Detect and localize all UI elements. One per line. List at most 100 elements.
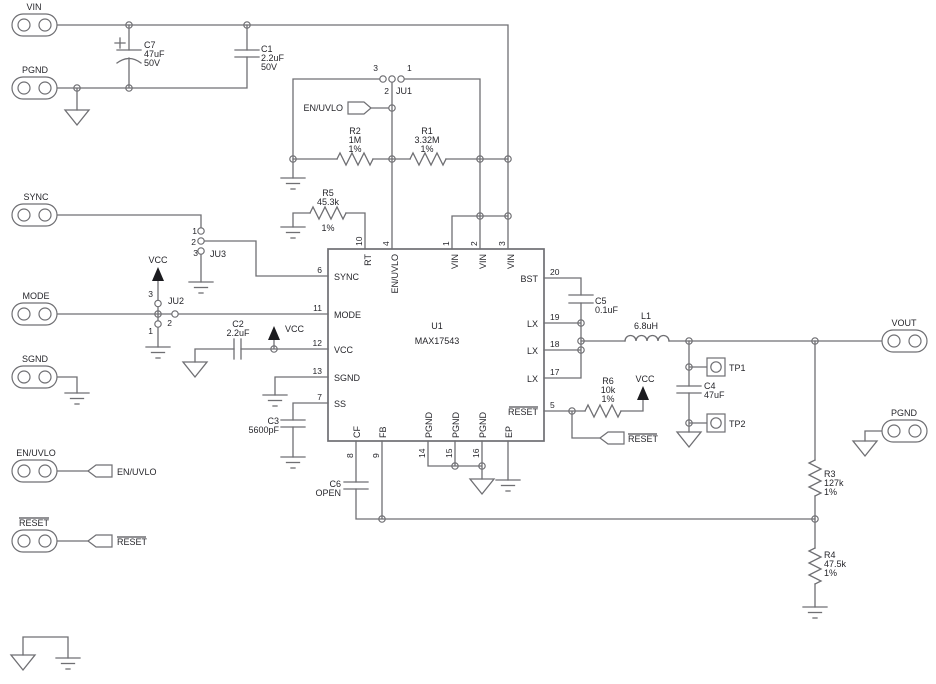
net-label-en-uvlo: EN/UVLO [117, 467, 157, 477]
connector-reset: RESET [11, 517, 58, 553]
jumper-ref: JU3 [210, 249, 226, 259]
jumper-pin-label: 1 [192, 226, 197, 236]
ground-icon [280, 226, 306, 239]
pin-number: 16 [471, 448, 481, 458]
pin-number: 6 [317, 265, 322, 275]
capacitor-c7: C7 47uF 50V [114, 37, 165, 68]
pin-name: PGND [478, 411, 488, 438]
pin-number: 2 [469, 241, 479, 246]
component-ref: C2 [232, 319, 244, 329]
net-tag-icon [87, 534, 113, 548]
jumper-pin-label: 2 [384, 86, 389, 96]
component-value: 127k [824, 478, 844, 488]
net-tag-icon [87, 464, 113, 478]
pin-name: VIN [478, 254, 488, 269]
resistor-r2: R2 1M 1% [336, 126, 374, 167]
jumper-pin-label: 3 [373, 63, 378, 73]
component-ref: R1 [421, 126, 433, 136]
pin-name: MODE [334, 310, 361, 320]
pin-name: VIN [506, 254, 516, 269]
connector-label: VIN [26, 2, 41, 12]
pin-number: 13 [313, 366, 323, 376]
component-value: 5600pF [248, 425, 279, 435]
net-label-vcc: VCC [148, 255, 168, 265]
capacitor-c4: C4 47uF [676, 381, 725, 400]
pgnd-triangle-icon [852, 440, 878, 457]
pin-name: CF [352, 426, 362, 438]
jumper-pin-label: 2 [191, 237, 196, 247]
vcc-flag-r6: VCC [635, 374, 655, 400]
ground-icon [802, 606, 828, 619]
pin-name: LX [527, 374, 538, 384]
capacitor-c6: C6 OPEN [315, 479, 369, 498]
component-ref: C5 [595, 296, 607, 306]
pin-number: 18 [550, 339, 560, 349]
component-value: 2.2uF [261, 53, 285, 63]
component-value: 47.5k [824, 559, 847, 569]
component-value: 45.3k [317, 197, 340, 207]
component-rating: 50V [144, 58, 160, 68]
pin-number: 12 [313, 338, 323, 348]
component-ref: R2 [349, 126, 361, 136]
pin-name: SGND [334, 373, 361, 383]
component-value: 3.32M [414, 135, 439, 145]
connector-label: PGND [891, 408, 918, 418]
connector-label: MODE [23, 291, 50, 301]
connector-label: EN/UVLO [16, 448, 56, 458]
connector-label: SGND [22, 354, 49, 364]
pin-name: BST [520, 274, 538, 284]
jumper-ju2: 3 JU2 2 1 [148, 289, 184, 336]
connector-vin: VIN [11, 2, 58, 37]
component-ref: L1 [641, 311, 651, 321]
junction-markers [73, 21, 819, 523]
jumper-pin-label: 3 [148, 289, 153, 299]
jumper-ref: JU1 [396, 86, 412, 96]
pin-number: 20 [550, 267, 560, 277]
resistor-r4: R4 47.5k 1% [807, 547, 847, 585]
ic-u1: U1 MAX17543 10 4 1 2 3 RT EN/UVLO VIN VI… [313, 236, 560, 458]
pin-name: EN/UVLO [390, 254, 400, 294]
capacitor-c2: C2 2.2uF [226, 319, 250, 360]
pin-number: 19 [550, 312, 560, 322]
net-label-en-uvlo: EN/UVLO [303, 103, 343, 113]
vcc-flag-c2: VCC [268, 324, 305, 340]
jumper-pin-label: 2 [167, 318, 172, 328]
component-value: OPEN [315, 488, 341, 498]
net-tag-en-uvlo-ju1: EN/UVLO [303, 101, 372, 115]
ground-icon [262, 394, 288, 407]
pin-name: LX [527, 319, 538, 329]
pin-number: 10 [354, 236, 364, 246]
jumper-pin-label: 1 [148, 326, 153, 336]
jumper-pin-label: 3 [193, 248, 198, 258]
pin-number: 4 [381, 241, 391, 246]
vcc-arrow-icon [637, 386, 649, 400]
component-value: 6.8uH [634, 321, 658, 331]
ground-icon [280, 177, 306, 190]
capacitor-c1: C1 2.2uF 50V [234, 44, 285, 72]
pin-name: LX [527, 346, 538, 356]
pin-name: PGND [424, 411, 434, 438]
ground-icon [280, 456, 306, 469]
ic-ref: U1 [431, 321, 443, 331]
vcc-flag-ju2: VCC [148, 255, 168, 281]
pin-number: 17 [550, 367, 560, 377]
pin-number: 1 [441, 241, 451, 246]
net-tag-icon [599, 431, 625, 445]
pin-name: PGND [451, 411, 461, 438]
pin-number: 8 [345, 453, 355, 458]
test-point-tp2: TP2 [706, 413, 746, 433]
pin-number: 3 [497, 241, 507, 246]
component-tolerance: 1% [348, 144, 361, 154]
vcc-arrow-icon [152, 267, 164, 281]
component-tolerance: 1% [824, 568, 837, 578]
component-value: 47uF [144, 49, 165, 59]
component-value: 0.1uF [595, 305, 619, 315]
ground-icon [495, 479, 521, 492]
pin-number: 14 [417, 448, 427, 458]
component-value: 10k [601, 385, 616, 395]
connector-en-uvlo: EN/UVLO [11, 448, 58, 483]
pin-number: 7 [317, 392, 322, 402]
pin-number: 15 [444, 448, 454, 458]
pin-name: VCC [334, 345, 354, 355]
